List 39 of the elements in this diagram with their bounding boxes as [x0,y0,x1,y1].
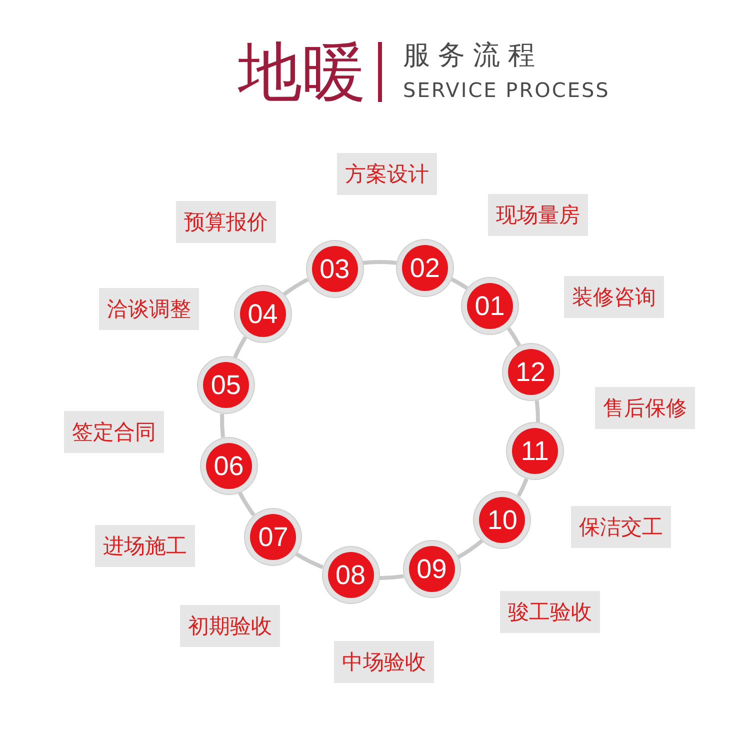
step-label: 进场施工 [95,525,195,567]
ring-line [516,478,528,497]
step-label: 洽谈调整 [99,288,199,330]
ring-line [282,278,309,296]
ring-line [506,327,522,346]
ring-line [362,260,397,265]
step-label: 保洁交工 [571,506,671,548]
step-label: 售后保修 [595,387,695,429]
title-text: 地暖 [238,36,366,110]
ring-line [238,492,256,516]
subtitle-text: 服务流程 [403,40,543,72]
step-circle: 01 [466,283,513,330]
step-label: 现场量房 [488,194,588,236]
ring-line [220,414,225,438]
ring-line [232,336,248,359]
step-circle: 12 [508,349,554,396]
step-label: 预算报价 [176,201,276,243]
step-label: 中场验收 [334,641,434,683]
ring-line [295,552,324,570]
step-label: 初期验收 [180,605,280,647]
step-label: 装修咨询 [564,276,664,318]
step-label: 签定合同 [64,411,164,453]
ring-line [457,539,484,560]
step-circle: 09 [408,546,455,592]
step-circle: 06 [206,442,252,489]
step-label: 骏工验收 [500,591,600,633]
step-circle: 08 [328,552,374,598]
step-circle: 05 [202,362,249,408]
step-circle: 02 [402,245,448,292]
ring-line [379,574,404,580]
ring-line [534,400,540,422]
ring-line [450,277,468,290]
step-label: 方案设计 [337,153,437,195]
step-circle: 04 [240,291,286,338]
subtitle-english: SERVICE PROCESS [403,78,610,102]
step-circle: 03 [312,246,358,292]
step-circle: 10 [479,496,526,543]
step-circle: 11 [512,428,558,474]
step-circle: 07 [250,514,296,560]
